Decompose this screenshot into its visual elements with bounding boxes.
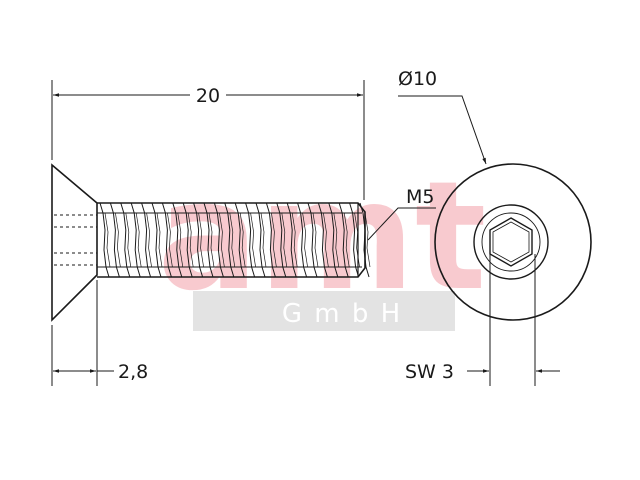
thread-crest (99, 202, 110, 278)
thread-root (187, 212, 194, 268)
thread-root (156, 212, 163, 268)
thread-crest (245, 202, 256, 278)
thread-pattern (99, 202, 371, 278)
thread-root (167, 212, 173, 268)
thread-crest (161, 202, 172, 278)
head-height-dimension: 2,8 (51, 280, 148, 386)
socket-size-label: SW 3 (405, 361, 454, 383)
thread-crest (234, 202, 245, 278)
thread-crest (265, 202, 276, 278)
thread-crest (338, 202, 349, 278)
watermark-band (193, 291, 455, 331)
thread-crest (317, 202, 328, 278)
thread-root (104, 212, 111, 268)
head-height-label: 2,8 (118, 361, 148, 383)
thread-callout: M5 (367, 186, 436, 241)
thread-root (291, 212, 298, 268)
thread-root (302, 212, 308, 268)
thread-root (323, 212, 329, 268)
thread-root (177, 212, 184, 268)
thread-crest (359, 202, 370, 278)
thread-root (343, 212, 350, 268)
screw-top-view (434, 163, 592, 321)
hex-socket (489, 217, 533, 267)
thread-crest (130, 202, 141, 278)
length-dimension: 20 (51, 80, 365, 200)
thread-root (125, 212, 132, 268)
thread-label: M5 (406, 186, 434, 208)
socket-inner-circle (481, 212, 541, 272)
thread-root (219, 212, 225, 268)
watermark-company: G m b H (282, 299, 402, 329)
screw-head (51, 163, 98, 322)
thread-root (281, 212, 288, 268)
head-circle (434, 163, 592, 321)
thread-crest (109, 202, 120, 278)
thread-crest (328, 202, 339, 278)
thread-crest (203, 202, 214, 278)
socket-size-dimension: SW 3 (405, 254, 560, 386)
thread-crest (286, 202, 297, 278)
thread-crest (349, 202, 360, 278)
socket-outer-circle (473, 204, 549, 280)
thread-crest (224, 202, 235, 278)
socket-hidden-lines (54, 214, 97, 266)
screw-side-view (51, 163, 371, 322)
thread-crest (120, 202, 131, 278)
thread-crest (255, 202, 266, 278)
thread-root (115, 212, 121, 268)
thread-crest (297, 202, 308, 278)
thread-root (239, 212, 246, 268)
thread-root (312, 212, 319, 268)
thread-root (135, 212, 142, 268)
thread-crest (151, 202, 162, 278)
watermark: amt G m b H (157, 150, 487, 331)
thread-crest (307, 202, 318, 278)
thread-crest (182, 202, 193, 278)
thread-crest (213, 202, 224, 278)
thread-crest (172, 202, 183, 278)
thread-crest (141, 202, 152, 278)
thread-crest (276, 202, 287, 278)
length-label: 20 (196, 85, 220, 107)
thread-crest (193, 202, 204, 278)
thread-root (208, 212, 215, 268)
diameter-callout: Ø10 (398, 68, 487, 165)
thread-root (260, 212, 267, 268)
thread-root (146, 212, 152, 268)
thread-root (198, 212, 204, 268)
thread-root (250, 212, 256, 268)
diameter-label: Ø10 (398, 68, 437, 90)
thread-root (271, 212, 277, 268)
thread-root (364, 212, 371, 268)
thread-root (229, 212, 236, 268)
thread-root (333, 212, 340, 268)
